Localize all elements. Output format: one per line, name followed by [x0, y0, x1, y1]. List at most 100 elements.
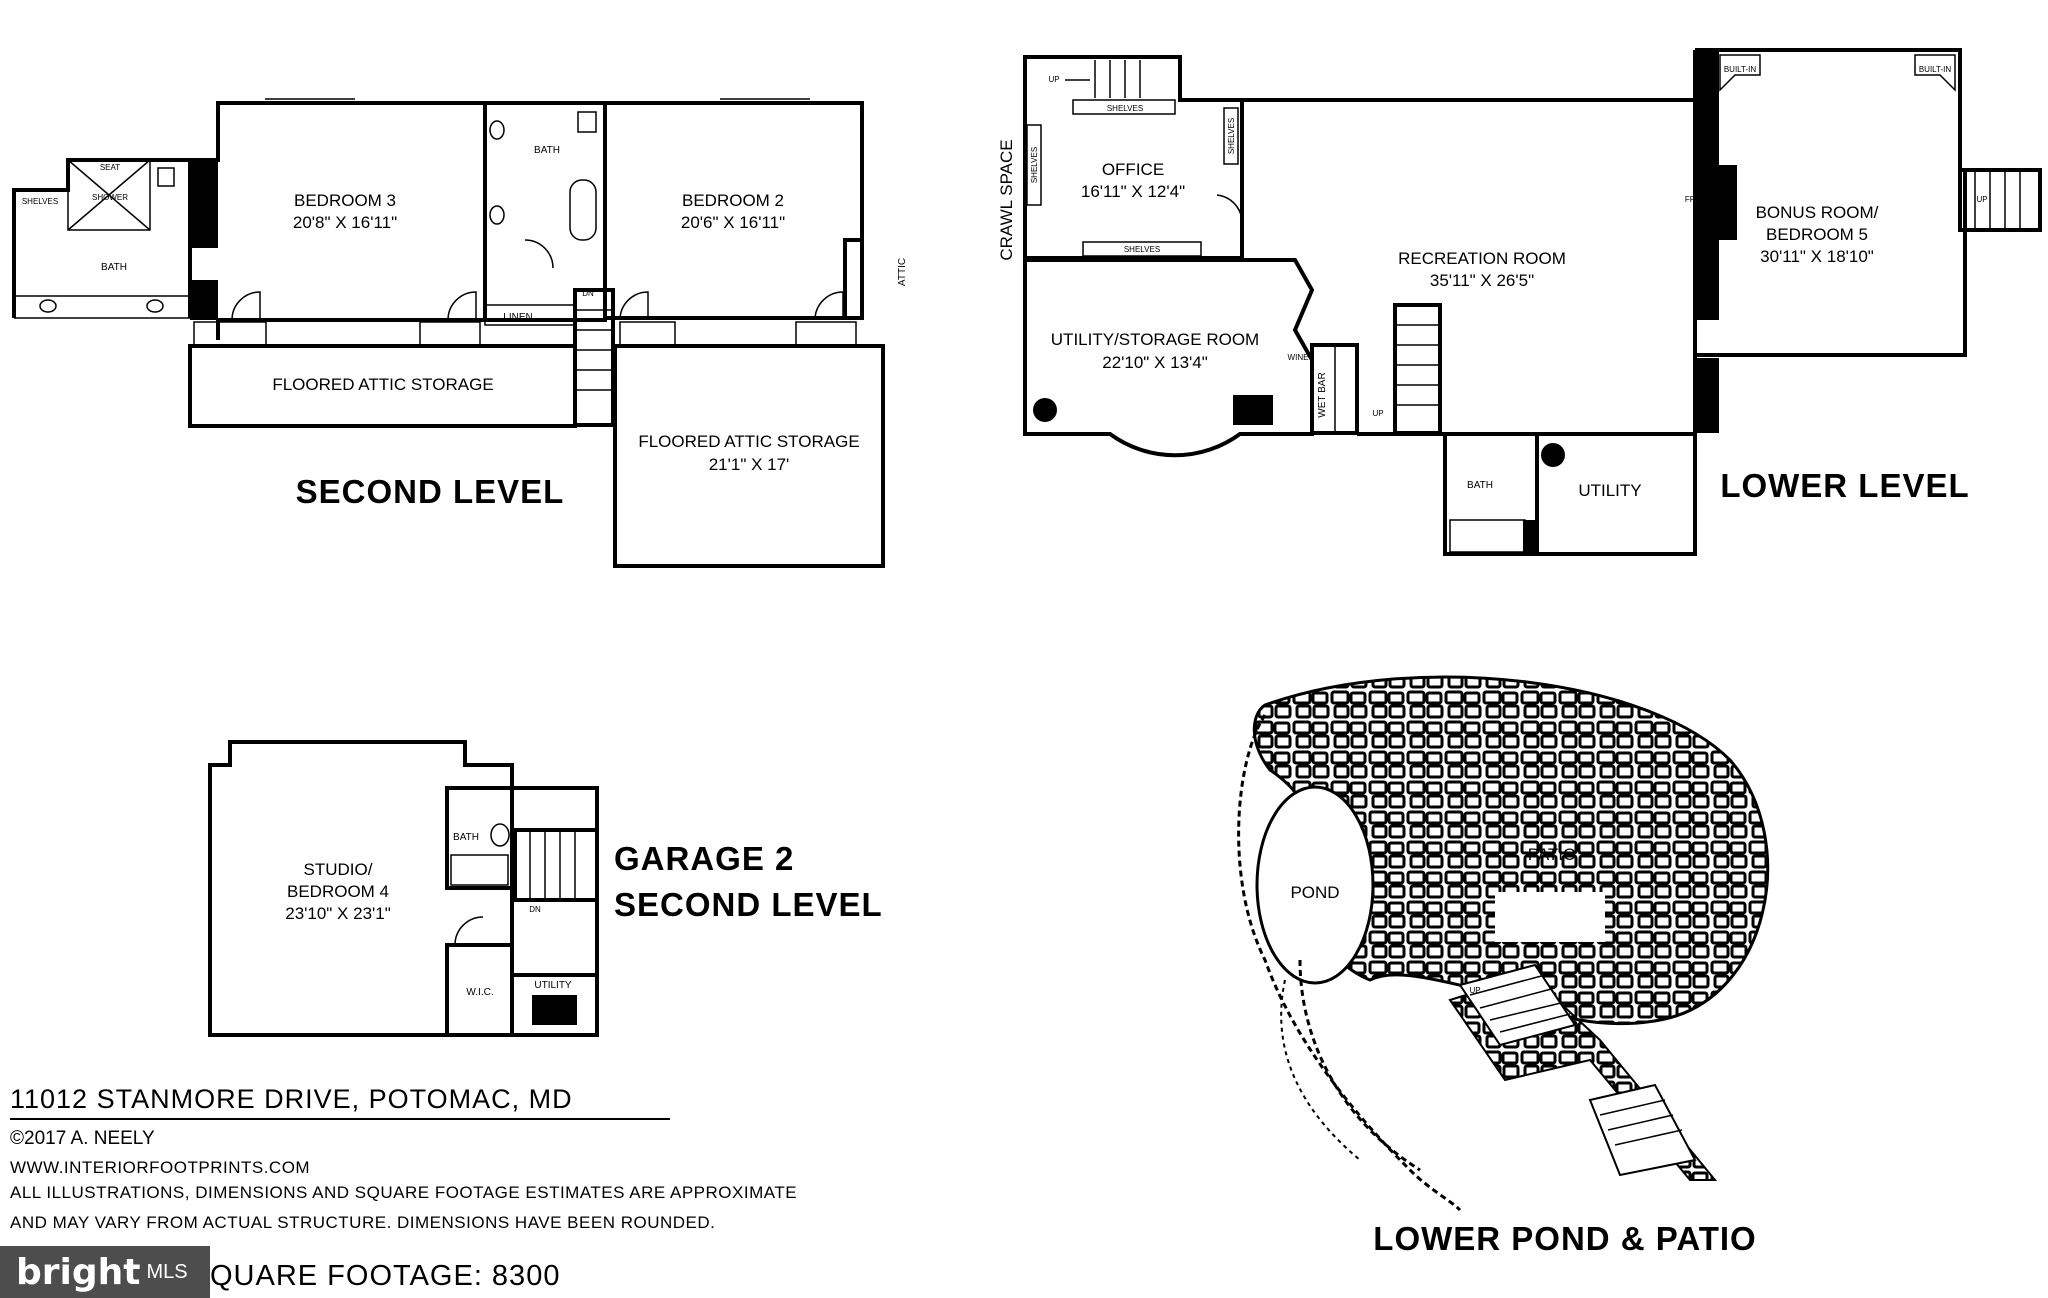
stairs-down-label: DN [582, 289, 594, 298]
lower-utility [1535, 432, 1697, 556]
studio-label: STUDIO/ [304, 860, 373, 879]
office-dimensions: 16'11" X 12'4" [1081, 182, 1185, 201]
center-bath-label: BATH [534, 145, 560, 156]
chimney [1695, 50, 1719, 320]
mls-suffix: MLS [146, 1260, 188, 1283]
garage-bath [445, 786, 514, 890]
wet-bar-label: WET BAR [1317, 372, 1328, 417]
stairs-up-label: UP [1372, 409, 1383, 418]
stairs-up-label: UP [1048, 75, 1059, 84]
second-level-plan: BEDROOM 3 20'8" X 16'11" BEDROOM 2 20'6"… [12, 98, 908, 568]
bedroom2-dimensions: 20'6" X 16'11" [681, 213, 785, 232]
square-footage: QUARE FOOTAGE: 8300 [210, 1260, 561, 1292]
bathtub-icon [569, 179, 597, 241]
stream-bank [1237, 714, 1462, 1212]
office-label: OFFICE [1102, 160, 1164, 179]
built-in [1719, 54, 1761, 92]
bedroom2-walls [605, 101, 864, 320]
door-icon [619, 291, 649, 321]
garage-utility-label: UTILITY [534, 980, 572, 991]
website-text: WWW.INTERIORFOOTPRINTS.COM [10, 1158, 311, 1177]
stream-bank [1298, 959, 1421, 1172]
sink-icon [489, 120, 505, 140]
wine-label: WINE [1288, 353, 1309, 362]
door-icon [454, 916, 484, 946]
stairs-up-label: UP [1976, 195, 1987, 204]
shelves-label: SHELVES [1124, 245, 1160, 254]
built-in-label: BUILT-IN [1919, 65, 1952, 74]
chimney [1695, 358, 1719, 433]
crawl-space-label: CRAWL SPACE [997, 139, 1016, 260]
furnace-icon [1233, 395, 1273, 425]
left-bath-label: BATH [101, 262, 127, 273]
door-icon [524, 239, 554, 269]
door-icon [1216, 194, 1243, 221]
shelves [1072, 99, 1176, 115]
door-icon [447, 291, 477, 321]
garage-right-wall [512, 786, 599, 1035]
knee-wall [795, 321, 857, 347]
attic-storage-right-dimensions: 21'1" X 17' [709, 455, 790, 474]
shelves [1223, 107, 1239, 165]
bedroom3-label: BEDROOM 3 [294, 191, 396, 210]
sink-icon [490, 823, 510, 847]
garage-stair-treads [529, 830, 576, 900]
disclaimer-line-2: AND MAY VARY FROM ACTUAL STRUCTURE. DIME… [10, 1213, 716, 1232]
property-address: 11012 STANMORE DRIVE, POTOMAC, MD [10, 1084, 670, 1120]
door-icon [814, 291, 844, 321]
shower-label: SHOWER [92, 193, 128, 202]
chimney [190, 160, 218, 248]
garage-stairs [513, 828, 599, 902]
shelves-label: SHELVES [22, 197, 58, 206]
attic-storage-right [613, 344, 885, 568]
utility-storage-dimensions: 22'10" X 13'4" [1102, 353, 1208, 372]
pond-label: POND [1290, 883, 1339, 902]
built-in-label: BUILT-IN [1724, 65, 1757, 74]
bonus-room-dimensions: 30'11" X 18'10" [1760, 247, 1874, 266]
pond-shape [1255, 785, 1375, 985]
shelves [1026, 124, 1042, 206]
shelves-label: SHELVES [1107, 104, 1143, 113]
shelves [1082, 241, 1202, 257]
sink-icon [489, 205, 505, 225]
lower-level-title: LOWER LEVEL [1720, 467, 1969, 504]
rec-stair-treads [1395, 324, 1440, 406]
shower-stall [450, 854, 509, 886]
studio-dimensions: 23'10" X 23'1" [285, 904, 391, 923]
attic-storage-right-label: FLOORED ATTIC STORAGE [638, 432, 859, 451]
left-bath-walls [12, 158, 192, 318]
seat-label: SEAT [100, 163, 120, 172]
lower-bath-label: BATH [1467, 480, 1493, 491]
garage-bath-label: BATH [453, 832, 479, 843]
studio-walls [208, 740, 514, 1037]
stair-treads [575, 309, 613, 391]
shower-stall [67, 159, 151, 231]
water-heater-icon [1033, 398, 1057, 422]
rec-stairs [1393, 303, 1442, 435]
pond-patio-plan: POND PATIO UP LOWER POND & PATIO [1237, 675, 1770, 1257]
copyright-text: ©2017 A. NEELY [10, 1128, 155, 1149]
lower-level-plan: OFFICE 16'11" X 12'4" SHELVES SHELVES SH… [997, 48, 2042, 556]
lower-utility-label: UTILITY [1578, 481, 1641, 500]
utility-storage-label: UTILITY/STORAGE ROOM [1051, 330, 1259, 349]
office-walls [1023, 55, 1244, 260]
recreation-label: RECREATION ROOM [1398, 249, 1566, 268]
knee-wall [193, 321, 267, 347]
mls-badge: bright MLS [0, 1246, 210, 1298]
wic-label: W.I.C. [466, 987, 493, 998]
second-level-title: SECOND LEVEL [296, 473, 565, 510]
patio-steps [1458, 963, 1697, 1177]
linen-label: LINEN [503, 312, 532, 323]
stairs-down-label: DN [529, 905, 541, 914]
wall-fill [1523, 520, 1535, 552]
bonus-room-label: BONUS ROOM/ [1756, 203, 1879, 222]
mls-logo: bright [16, 1251, 141, 1293]
center-bath-walls [485, 101, 607, 322]
exterior-stair-treads [1974, 170, 2021, 230]
recreation-dimensions: 35'11" X 26'5" [1430, 271, 1534, 290]
toilet-icon [577, 111, 597, 133]
attic-closet [843, 238, 862, 318]
knee-wall [619, 321, 676, 347]
studio-label-2: BEDROOM 4 [287, 882, 389, 901]
